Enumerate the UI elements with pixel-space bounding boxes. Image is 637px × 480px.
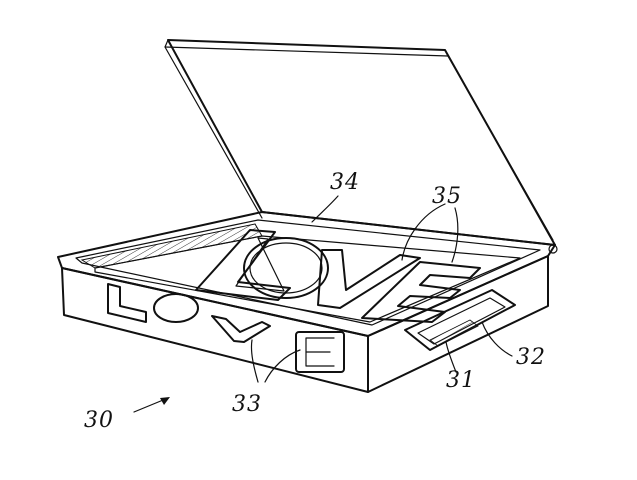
label-35: 35 [432,184,462,209]
insert-letter-l [195,229,291,301]
side-cutouts [107,283,345,373]
leader-lines [133,195,513,413]
box-base [57,211,558,393]
side-drawer [404,289,516,351]
label-34: 34 [330,170,360,195]
side-letter-v [211,315,271,343]
label-30: 30 [84,408,114,433]
insert-letter-e [361,261,481,323]
insert-letter-v [317,249,421,309]
insert-letter-o [243,237,329,299]
side-letter-l [107,283,147,323]
box-lid [164,39,556,246]
label-32: 32 [516,345,546,370]
love-insert [94,229,521,323]
side-letter-o [153,293,199,323]
label-31: 31 [446,368,476,393]
label-33: 33 [232,392,262,417]
